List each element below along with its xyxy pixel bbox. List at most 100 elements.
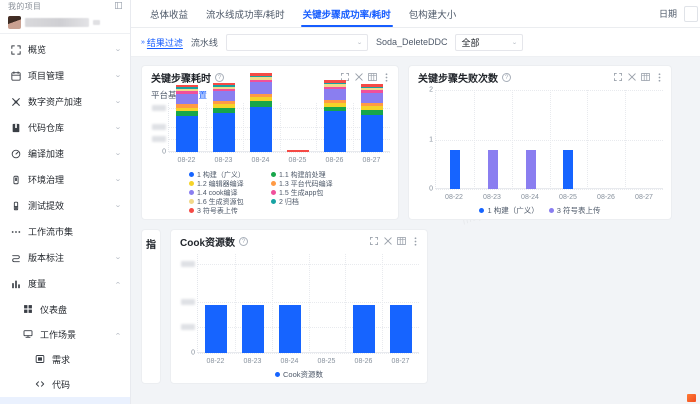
stacked-bar[interactable] (213, 82, 236, 152)
tab-key-step-rate[interactable]: 关键步骤成功率/耗时 (294, 0, 400, 27)
tab-package-size[interactable]: 包构建大小 (408, 9, 457, 21)
legend-item[interactable]: 1.5 生成app包 (271, 188, 351, 197)
corner-badge-icon (687, 394, 696, 402)
x-tick-label: 08-22 (206, 358, 225, 365)
sidebar-item-13[interactable]: 代码 (0, 372, 130, 397)
bar-segment (176, 116, 199, 152)
sidebar-item-10[interactable]: 仪表盘 (0, 297, 130, 322)
chevron-down-icon[interactable]: ⌄ (114, 46, 122, 54)
legend-item[interactable]: 1.6 生成资源包 (189, 197, 263, 206)
legend-item[interactable]: 1.4 cook编译 (189, 188, 263, 197)
tab-pipeline-rate[interactable]: 流水线成功率/耗时 (206, 9, 285, 21)
sidebar-item-8[interactable]: 版本标注⌄ (0, 245, 130, 271)
chevron-down-icon[interactable]: ⌄ (114, 202, 122, 210)
cook-resource-count-close-icon[interactable] (383, 237, 392, 246)
soda-filter-label: Soda_DeleteDDC (375, 37, 448, 47)
legend-item[interactable]: 1.3 平台代码编译 (271, 179, 351, 188)
sidebar-item-3[interactable]: 代码仓库⌄ (0, 115, 130, 141)
sidebar-item-14[interactable]: 持续集成 (0, 396, 130, 404)
y-tick-redacted (152, 123, 166, 130)
cook-resource-count-expand-icon[interactable] (369, 237, 378, 246)
help-icon[interactable]: ? (239, 236, 248, 246)
baseline-settings-link[interactable]: 设置 (190, 89, 208, 100)
key-step-duration-table-icon[interactable] (368, 73, 377, 82)
chevron-down-icon: ⌄ (356, 39, 363, 46)
key-step-failures-expand-icon[interactable] (613, 73, 622, 82)
key-step-duration-close-icon[interactable] (354, 73, 363, 82)
bar[interactable] (389, 304, 412, 353)
sidebar-item-1[interactable]: 项目管理⌄ (0, 63, 130, 89)
chevron-down-icon[interactable]: ⌄ (114, 176, 122, 184)
cook-resource-count-table-icon[interactable] (397, 237, 406, 246)
legend-item[interactable]: Cook资源数 (274, 370, 323, 379)
key-step-failures-table-icon[interactable] (641, 73, 650, 82)
chevron-down-icon[interactable]: ⌄ (114, 124, 122, 132)
sidebar-item-7[interactable]: 工作流市集 (0, 219, 130, 245)
legend-item[interactable]: 1.2 编辑器编译 (189, 179, 263, 188)
sidebar-item-12[interactable]: 需求 (0, 347, 130, 372)
bar[interactable] (242, 304, 265, 353)
sidebar-item-2[interactable]: 数字资产加速⌄ (0, 89, 130, 115)
sidebar-item-0[interactable]: 概览⌄ (0, 37, 130, 63)
bar[interactable] (352, 304, 375, 353)
tab-total-benefit[interactable]: 总体收益 (150, 9, 189, 21)
stacked-bar[interactable] (360, 84, 383, 152)
help-icon[interactable]: ? (215, 72, 224, 82)
bar-segment (360, 88, 383, 91)
key-step-failures-more-icon[interactable] (655, 72, 664, 82)
key-step-duration-expand-icon[interactable] (340, 73, 349, 82)
stacked-bar[interactable] (250, 73, 273, 152)
chevron-down-icon[interactable]: ⌄ (114, 254, 122, 262)
project-selector[interactable] (0, 14, 130, 32)
bar-segment (360, 102, 383, 106)
bar[interactable] (563, 150, 574, 189)
legend-color-dot (271, 172, 276, 177)
legend-item[interactable]: 2 归档 (271, 197, 351, 206)
pipeline-select[interactable]: ⌄ (225, 33, 368, 51)
soda-select[interactable]: 全部 ⌄ (455, 33, 524, 51)
legend-item[interactable]: 1 构建（广义） (479, 206, 539, 215)
grid-line (198, 353, 419, 354)
result-filter-toggle[interactable]: » 结果过滤 (141, 36, 183, 49)
sidebar-item-11[interactable]: 工作场景⌄ (0, 322, 130, 347)
stacked-bar[interactable] (323, 80, 346, 152)
key-step-duration-more-icon[interactable] (382, 72, 391, 82)
key-step-failures-close-icon[interactable] (627, 73, 636, 82)
bar-slot (235, 254, 272, 353)
bar-slot (474, 90, 512, 189)
bar-group (279, 304, 302, 353)
collapse-icon[interactable] (115, 2, 122, 11)
help-icon[interactable]: ? (502, 72, 511, 82)
legend-item[interactable]: 1 构建（广义） (189, 170, 263, 179)
legend-label: 3 符号表上传 (197, 207, 238, 215)
chevron-down-icon[interactable]: ⌄ (114, 72, 122, 80)
chevron-down-icon[interactable]: ⌄ (114, 98, 122, 106)
bar[interactable] (205, 304, 228, 353)
legend-label: 1.1 构建前处理 (279, 171, 326, 179)
sidebar-item-6[interactable]: 测试提效⌄ (0, 193, 130, 219)
sidebar-item-4[interactable]: 编译加速 ⌄ (0, 141, 130, 167)
bar[interactable] (487, 150, 498, 189)
legend-item[interactable]: 3 符号表上传 (548, 206, 601, 215)
bar[interactable] (449, 150, 460, 189)
date-filter-label[interactable]: 日期 (658, 9, 677, 19)
legend-item[interactable]: 3 符号表上传 (189, 206, 263, 215)
stacked-bar[interactable] (286, 150, 309, 152)
date-picker-input[interactable] (684, 5, 698, 22)
y-tick-label: 0 (162, 148, 166, 156)
sidebar-item-5[interactable]: 环境治理⌄ (0, 167, 130, 193)
scene-icon (22, 329, 33, 340)
sidebar-item-label: 编译加速 (28, 149, 65, 160)
chevron-down-icon[interactable]: ⌄ (114, 150, 122, 158)
grid-line-vertical (353, 103, 355, 152)
grid-line-vertical (473, 90, 475, 189)
sidebar-item-9[interactable]: 度量⌄ (0, 271, 130, 297)
chevron-up-icon[interactable]: ⌄ (114, 280, 122, 288)
bar[interactable] (525, 150, 536, 189)
bar[interactable] (279, 304, 302, 353)
bar-segment (213, 101, 236, 105)
chevron-up-icon[interactable]: ⌄ (114, 330, 122, 338)
legend-item[interactable]: 1.1 构建前处理 (271, 170, 351, 179)
stacked-bar[interactable] (176, 85, 199, 152)
cook-resource-count-more-icon[interactable] (411, 236, 420, 246)
